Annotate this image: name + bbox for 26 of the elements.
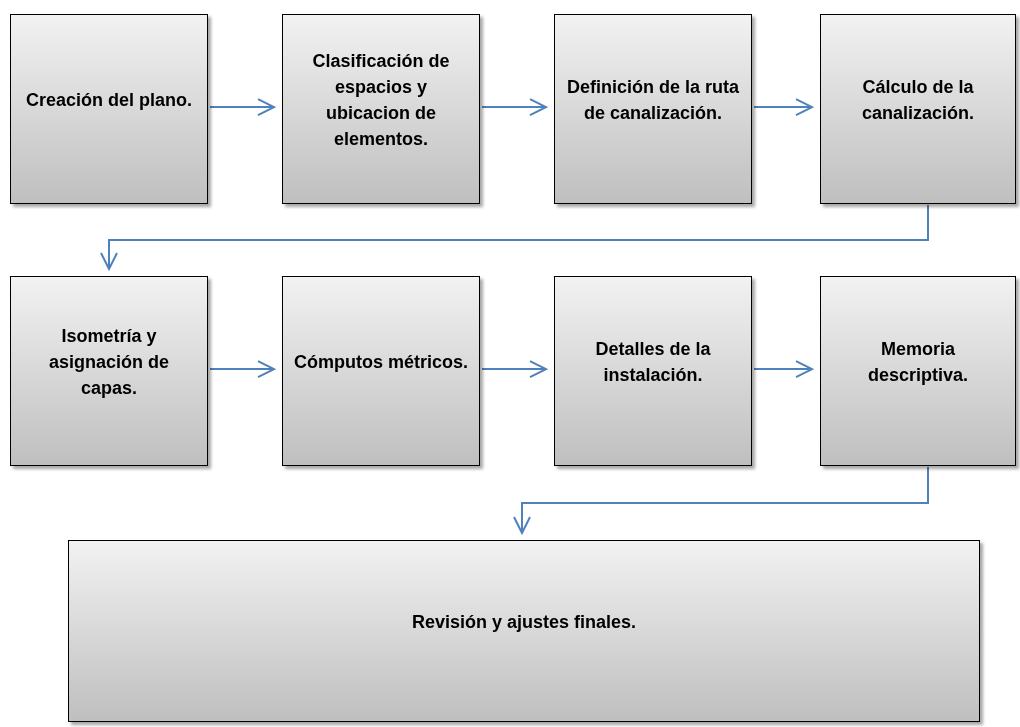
step-text: Revisión y ajustes finales. <box>411 610 637 634</box>
process-box <box>282 14 480 204</box>
step-text: Detalles de la instalación. <box>594 337 712 387</box>
step-text: Clasificación de espacios y ubicacion de elementos. <box>311 49 451 152</box>
process-box <box>10 276 208 466</box>
arrow <box>100 204 929 270</box>
step-text: Memoria descriptiva. <box>866 337 969 387</box>
arrow <box>753 98 813 117</box>
arrow <box>481 98 547 117</box>
step-text: Definición de la ruta de canalización. <box>566 75 740 125</box>
arrow <box>753 360 813 379</box>
arrow <box>481 360 547 379</box>
process-box <box>554 276 752 466</box>
process-box <box>554 14 752 204</box>
process-box <box>820 14 1016 204</box>
step-text: Creación del plano. <box>25 88 192 112</box>
step-text: Cómputos métricos. <box>294 350 468 374</box>
process-box <box>820 276 1016 466</box>
step-text: Cálculo de la canalización. <box>860 75 975 125</box>
process-box <box>10 14 208 204</box>
arrow <box>209 98 275 117</box>
arrow <box>513 466 929 534</box>
process-box <box>282 276 480 466</box>
arrow <box>209 360 275 379</box>
step-text: Isometría y asignación de capas. <box>47 324 170 401</box>
process-box <box>68 540 980 722</box>
